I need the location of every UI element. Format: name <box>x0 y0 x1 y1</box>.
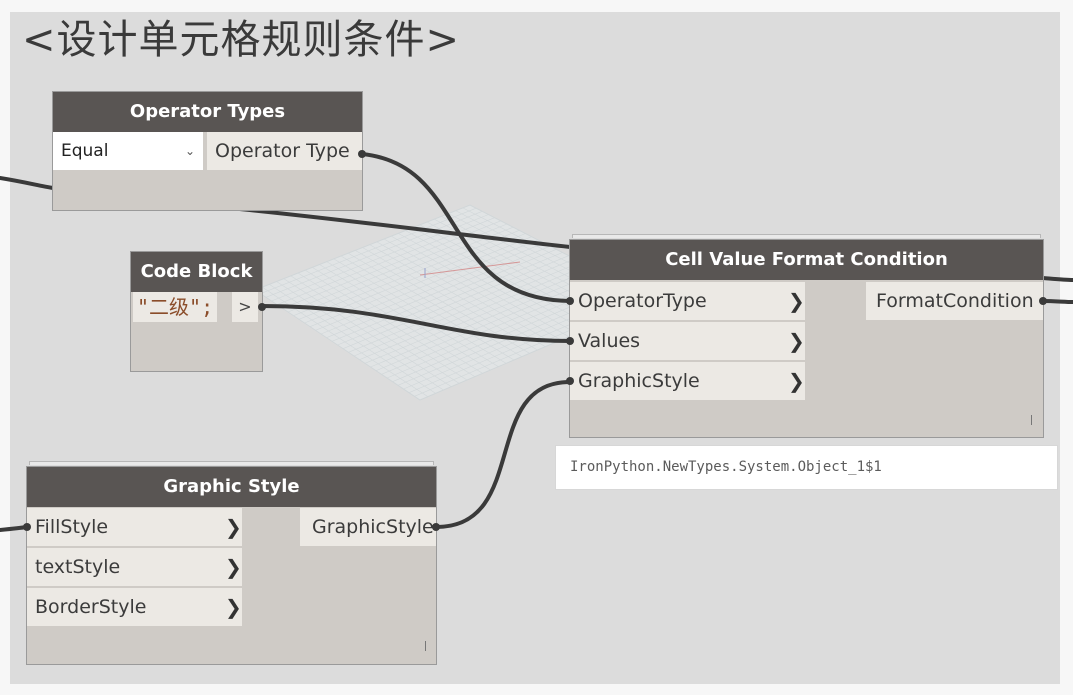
output-port-graphicstyle[interactable]: GraphicStyle <box>300 508 436 546</box>
input-port-values[interactable]: Values ❯ <box>570 322 805 360</box>
node-preview-bubble: IronPython.NewTypes.System.Object_1$1 <box>555 445 1058 490</box>
input-port-operatortype[interactable]: OperatorType ❯ <box>570 282 805 320</box>
operator-dropdown[interactable]: Equal ⌄ <box>53 132 203 170</box>
node-stack-indicator <box>572 234 1041 238</box>
code-block-node[interactable]: Code Block "二级"; > <box>131 252 266 371</box>
chevron-right-icon: ❯ <box>788 289 805 313</box>
operator-types-node[interactable]: Operator Types Equal ⌄ Operator Type <box>53 92 366 210</box>
input-port-label: Values <box>578 330 641 352</box>
chevron-right-icon: ❯ <box>788 369 805 393</box>
input-port-label: BorderStyle <box>35 596 147 618</box>
resize-grip-icon[interactable] <box>425 641 426 651</box>
output-port-formatcondition[interactable]: FormatCondition <box>866 282 1043 320</box>
output-connector-dot[interactable] <box>258 303 266 311</box>
input-port-label: textStyle <box>35 556 121 578</box>
code-editor[interactable]: "二级"; <box>133 292 218 322</box>
output-port-label: GraphicStyle <box>312 516 434 538</box>
node-stack-indicator <box>29 461 434 465</box>
node-title: Cell Value Format Condition <box>570 240 1043 280</box>
input-connector-dot[interactable] <box>566 337 574 345</box>
output-port-operator-type[interactable]: Operator Type <box>207 132 362 170</box>
cell-value-format-condition-node[interactable]: Cell Value Format Condition OperatorType… <box>566 234 1047 437</box>
output-connector-dot[interactable] <box>358 150 366 158</box>
output-port-label: Operator Type <box>215 140 350 162</box>
dropdown-value: Equal <box>61 141 109 161</box>
code-output-port[interactable]: > <box>232 292 258 322</box>
output-connector-dot[interactable] <box>432 523 440 531</box>
chevron-right-icon: ❯ <box>788 329 805 353</box>
chevron-right-icon: ❯ <box>225 555 242 579</box>
input-port-label: FillStyle <box>35 516 109 538</box>
chevron-right-icon: ❯ <box>225 515 242 539</box>
input-port-fillstyle[interactable]: FillStyle ❯ <box>27 508 242 546</box>
input-port-textstyle[interactable]: textStyle ❯ <box>27 548 242 586</box>
node-title: Graphic Style <box>27 467 436 507</box>
input-connector-dot[interactable] <box>23 523 31 531</box>
page-title: <设计单元格规则条件> <box>22 17 461 63</box>
input-port-label: OperatorType <box>578 290 707 312</box>
graphic-style-node[interactable]: Graphic Style FillStyle ❯ textStyle ❯ Bo… <box>23 461 440 664</box>
chevron-right-icon: ❯ <box>225 595 242 619</box>
input-connector-dot[interactable] <box>566 377 574 385</box>
chevron-down-icon: ⌄ <box>184 144 195 158</box>
input-port-borderstyle[interactable]: BorderStyle ❯ <box>27 588 242 626</box>
input-connector-dot[interactable] <box>566 297 574 305</box>
resize-grip-icon[interactable] <box>1031 415 1032 425</box>
node-title: Code Block <box>131 252 262 292</box>
input-port-graphicstyle[interactable]: GraphicStyle ❯ <box>570 362 805 400</box>
node-title: Operator Types <box>53 92 362 132</box>
output-port-label: FormatCondition <box>876 290 1034 312</box>
input-port-label: GraphicStyle <box>578 370 700 392</box>
output-connector-dot[interactable] <box>1039 297 1047 305</box>
